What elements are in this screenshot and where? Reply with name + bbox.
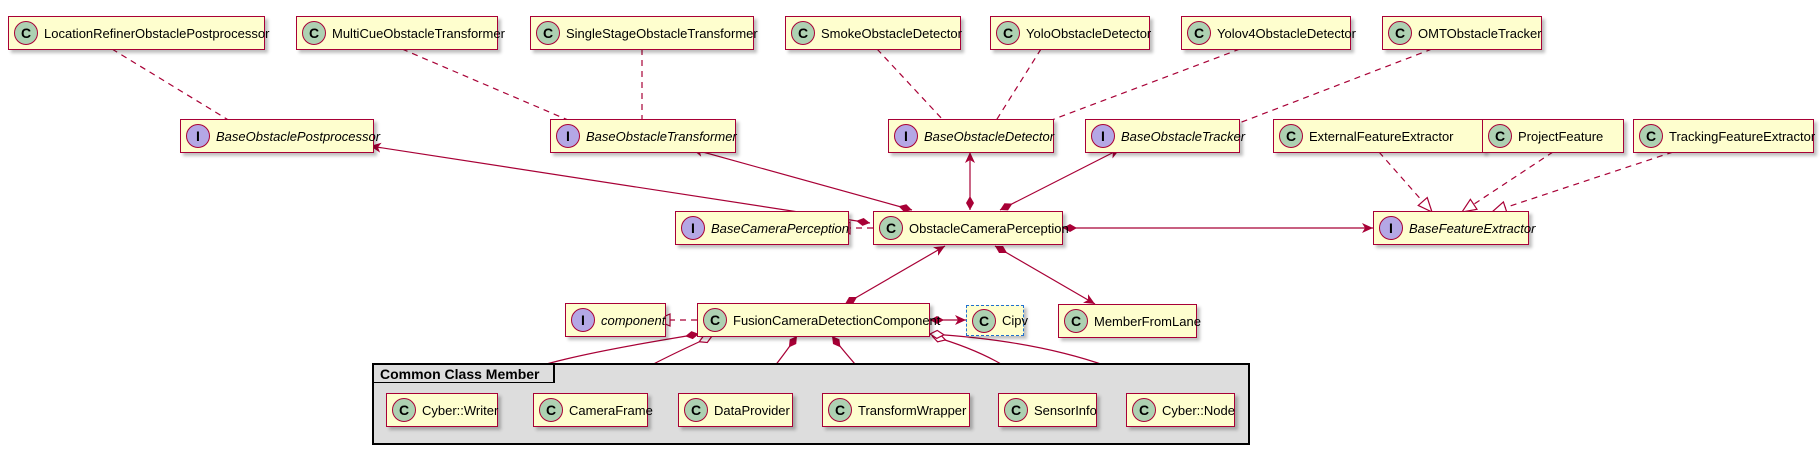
realization-edge	[987, 48, 1042, 135]
class-badge-icon: C	[14, 21, 38, 45]
class-singlestage-transformer[interactable]: C SingleStageObstacleTransformer	[530, 16, 758, 50]
class-yolov4-detector[interactable]: C Yolov4ObstacleDetector	[1181, 16, 1356, 50]
interface-badge-icon: I	[571, 308, 595, 332]
interface-base-transformer[interactable]: I BaseObstacleTransformer	[550, 119, 737, 153]
realization-edge	[1492, 151, 1674, 212]
class-location-refiner[interactable]: C LocationRefinerObstaclePostprocessor	[8, 16, 269, 50]
composition-edge	[844, 245, 946, 305]
class-badge-icon: C	[1187, 21, 1211, 45]
class-omt-tracker[interactable]: C OMTObstacleTracker	[1382, 16, 1542, 50]
composition-edge	[691, 147, 913, 212]
class-badge-icon: C	[703, 308, 727, 332]
package-title: Common Class Member	[372, 363, 555, 383]
class-sensor-info[interactable]: C SensorInfo	[998, 393, 1097, 427]
interface-base-tracker[interactable]: I BaseObstacleTracker	[1085, 119, 1245, 153]
composition-edge	[994, 245, 1096, 305]
class-badge-icon: C	[1388, 21, 1412, 45]
class-camera-frame[interactable]: C CameraFrame	[533, 393, 653, 427]
realization-edge	[401, 48, 603, 135]
class-cipv[interactable]: C Cipv	[966, 305, 1028, 336]
interface-base-feature-extractor[interactable]: I BaseFeatureExtractor	[1373, 211, 1535, 245]
class-badge-icon: C	[1279, 124, 1303, 148]
interface-badge-icon: I	[1091, 124, 1115, 148]
class-badge-icon: C	[536, 21, 560, 45]
class-badge-icon: C	[996, 21, 1020, 45]
realization-edge	[1462, 151, 1554, 212]
realization-edge	[1378, 151, 1432, 212]
realization-edge	[1208, 48, 1433, 135]
interface-badge-icon: I	[1379, 216, 1403, 240]
class-badge-icon: C	[302, 21, 326, 45]
class-badge-icon: C	[1488, 124, 1512, 148]
class-external-feature-extractor[interactable]: C ExternalFeatureExtractor	[1273, 119, 1485, 153]
realization-edge	[876, 48, 957, 135]
interface-component[interactable]: I component	[565, 303, 666, 337]
class-fusion-camera-detection-component[interactable]: C FusionCameraDetectionComponent	[697, 303, 940, 337]
class-badge-icon: C	[972, 308, 996, 333]
class-tracking-feature-extractor[interactable]: C TrackingFeatureExtractor	[1633, 119, 1815, 153]
class-badge-icon: C	[1004, 398, 1028, 422]
class-badge-icon: C	[1639, 124, 1663, 148]
interface-badge-icon: I	[186, 124, 210, 148]
class-transform-wrapper[interactable]: C TransformWrapper	[822, 393, 970, 427]
class-badge-icon: C	[1064, 309, 1088, 333]
class-badge-icon: C	[539, 398, 563, 422]
class-badge-icon: C	[1132, 398, 1156, 422]
class-badge-icon: C	[791, 21, 815, 45]
interface-badge-icon: I	[894, 124, 918, 148]
class-smoke-detector[interactable]: C SmokeObstacleDetector	[785, 16, 962, 50]
class-member-from-lane[interactable]: C MemberFromLane	[1058, 304, 1201, 338]
class-badge-icon: C	[879, 216, 903, 240]
composition-edge	[999, 148, 1121, 211]
interface-badge-icon: I	[556, 124, 580, 148]
class-badge-icon: C	[828, 398, 852, 422]
class-cyber-writer[interactable]: C Cyber::Writer	[386, 393, 498, 427]
class-data-provider[interactable]: C DataProvider	[678, 393, 793, 427]
interface-badge-icon: I	[681, 216, 705, 240]
class-yolo-detector[interactable]: C YoloObstacleDetector	[990, 16, 1151, 50]
class-obstacle-camera-perception[interactable]: C ObstacleCameraPerception	[873, 211, 1069, 245]
class-cyber-node[interactable]: C Cyber::Node	[1126, 393, 1235, 427]
interface-base-detector[interactable]: I BaseObstacleDetector	[888, 119, 1054, 153]
class-multicue-transformer[interactable]: C MultiCueObstacleTransformer	[296, 16, 505, 50]
class-badge-icon: C	[684, 398, 708, 422]
interface-base-postprocessor[interactable]: I BaseObstaclePostprocessor	[180, 119, 380, 153]
class-project-feature[interactable]: C ProjectFeature	[1482, 119, 1624, 153]
interface-base-camera-perception[interactable]: I BaseCameraPerception	[675, 211, 849, 245]
class-badge-icon: C	[392, 398, 416, 422]
